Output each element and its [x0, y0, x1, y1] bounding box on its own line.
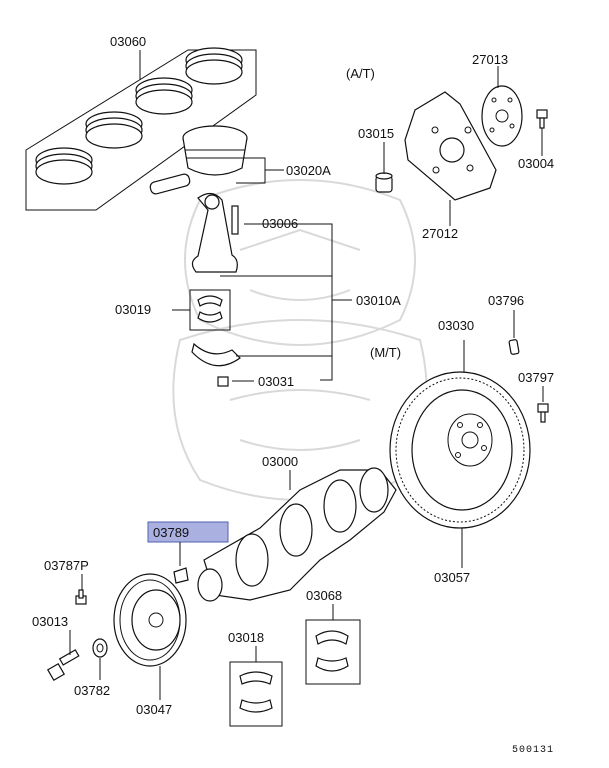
crank-pulley-03047[interactable]	[113, 573, 187, 667]
connecting-rod[interactable]	[191, 192, 239, 273]
label-03000[interactable]: 03000	[262, 454, 298, 469]
label-03010A[interactable]: 03010A	[356, 293, 401, 308]
label-03782[interactable]: 03782	[74, 683, 110, 698]
nut-03031[interactable]	[217, 376, 229, 387]
spacer-03015[interactable]	[375, 172, 393, 193]
piston-03020A[interactable]	[149, 125, 248, 195]
label-27012[interactable]: 27012	[422, 226, 458, 241]
dowel-pin-03796[interactable]	[508, 339, 520, 355]
bolt-03004[interactable]	[536, 109, 548, 129]
label-03787P[interactable]: 03787P	[44, 558, 89, 573]
label-03013[interactable]: 03013	[32, 614, 68, 629]
label-mt: (M/T)	[370, 345, 401, 360]
bearing-03019[interactable]	[189, 289, 231, 331]
label-03018[interactable]: 03018	[228, 630, 264, 645]
figure-number: 500131	[512, 745, 554, 756]
rod-cap[interactable]	[191, 342, 241, 367]
woodruff-key-03789[interactable]	[173, 567, 189, 584]
label-03006[interactable]: 03006	[262, 216, 298, 231]
adapter-plate-27013[interactable]	[481, 85, 523, 147]
label-03030[interactable]: 03030	[438, 318, 474, 333]
label-03004[interactable]: 03004	[518, 156, 554, 171]
label-03020A[interactable]: 03020A	[286, 163, 331, 178]
label-03789[interactable]: 03789	[153, 525, 189, 540]
label-27013[interactable]: 27013	[472, 52, 508, 67]
thrust-bearing-03068[interactable]	[305, 619, 361, 685]
label-03015[interactable]: 03015	[358, 126, 394, 141]
label-03057[interactable]: 03057	[434, 570, 470, 585]
crankshaft-03000[interactable]	[197, 467, 397, 602]
label-03068[interactable]: 03068	[306, 588, 342, 603]
flywheel-03057[interactable]	[389, 371, 531, 529]
washer-03782[interactable]	[92, 638, 108, 658]
label-03796[interactable]: 03796	[488, 293, 524, 308]
main-bearing-03018[interactable]	[229, 661, 283, 727]
label-03060[interactable]: 03060	[110, 34, 146, 49]
bolt-03797[interactable]	[537, 403, 549, 423]
drive-plate-27012[interactable]	[404, 91, 497, 201]
label-03019[interactable]: 03019	[115, 302, 151, 317]
label-03797[interactable]: 03797	[518, 370, 554, 385]
piston-rings-03060[interactable]	[25, 47, 257, 211]
highlight-box	[147, 521, 229, 543]
bolt-03013[interactable]	[46, 649, 80, 682]
label-03047[interactable]: 03047	[136, 702, 172, 717]
label-at: (A/T)	[346, 66, 375, 81]
label-03031[interactable]: 03031	[258, 374, 294, 389]
bolt-03787P[interactable]	[75, 589, 87, 605]
